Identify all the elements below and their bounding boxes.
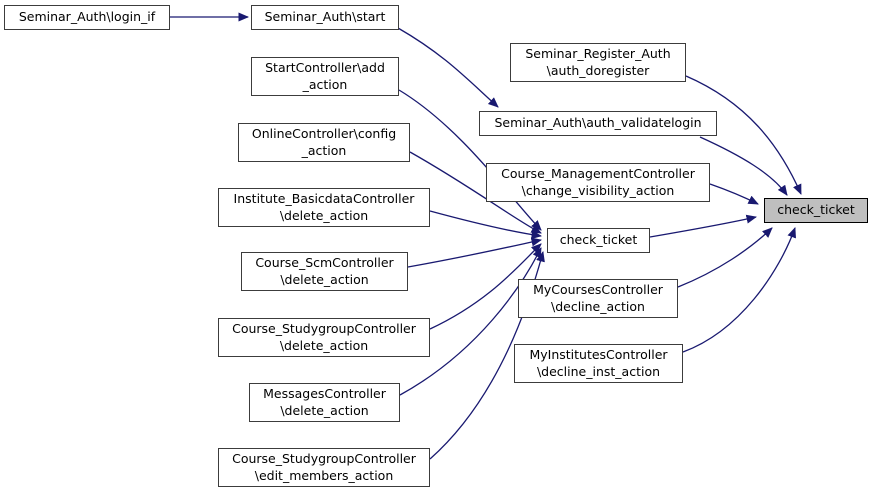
node-mycoursescontroller-decline-action[interactable]: MyCoursesController \decline_action bbox=[518, 279, 678, 318]
edge-check-ticket-mid-to-check-ticket bbox=[649, 214, 757, 238]
edge-decline-action-to-check-ticket bbox=[677, 227, 773, 288]
edge-studygroup-edit-members-to-check-ticket-mid bbox=[429, 251, 545, 460]
edge-course-scm-delete-to-check-ticket-mid bbox=[407, 237, 542, 268]
node-check-ticket-mid[interactable]: check_ticket bbox=[547, 228, 650, 253]
node-messagescontroller-delete-action[interactable]: MessagesController \delete_action bbox=[249, 383, 400, 422]
node-institute-basicdatacontroller-delete-action[interactable]: Institute_BasicdataController \delete_ac… bbox=[218, 188, 430, 227]
node-onlinecontroller-config-action[interactable]: OnlineController\config _action bbox=[238, 123, 410, 162]
edge-auth-validatelogin-to-check-ticket bbox=[699, 136, 788, 196]
edge-auth-doregister-to-check-ticket bbox=[685, 75, 802, 195]
node-course-managementcontroller-change-visibility-action[interactable]: Course_ManagementController \change_visi… bbox=[486, 163, 710, 202]
node-check-ticket-target[interactable]: check_ticket bbox=[764, 198, 868, 223]
node-seminar-auth-login-if[interactable]: Seminar_Auth\login_if bbox=[4, 5, 170, 30]
node-seminar-auth-auth-validatelogin[interactable]: Seminar_Auth\auth_validatelogin bbox=[479, 111, 717, 136]
node-seminar-register-auth-auth-doregister[interactable]: Seminar_Register_Auth \auth_doregister bbox=[510, 43, 686, 82]
edge-change-visibility-to-check-ticket bbox=[709, 183, 759, 205]
edge-inst-basicdata-delete-to-check-ticket-mid bbox=[429, 210, 542, 240]
edge-messages-delete-to-check-ticket-mid bbox=[399, 247, 542, 396]
edge-start-to-auth-validatelogin bbox=[397, 27, 499, 108]
edge-decline-inst-action-to-check-ticket bbox=[682, 227, 796, 353]
node-myinstitutescontroller-decline-inst-action[interactable]: MyInstitutesController \decline_inst_act… bbox=[514, 344, 683, 383]
node-course-scmcontroller-delete-action[interactable]: Course_ScmController \delete_action bbox=[241, 252, 408, 291]
node-course-studygroupcontroller-edit-members-action[interactable]: Course_StudygroupController \edit_member… bbox=[218, 448, 430, 487]
node-seminar-auth-start[interactable]: Seminar_Auth\start bbox=[251, 5, 399, 30]
node-startcontroller-add-action[interactable]: StartController\add _action bbox=[251, 57, 399, 96]
node-course-studygroupcontroller-delete-action[interactable]: Course_StudygroupController \delete_acti… bbox=[218, 318, 430, 357]
edge-add-action-to-check-ticket-mid bbox=[398, 89, 542, 231]
